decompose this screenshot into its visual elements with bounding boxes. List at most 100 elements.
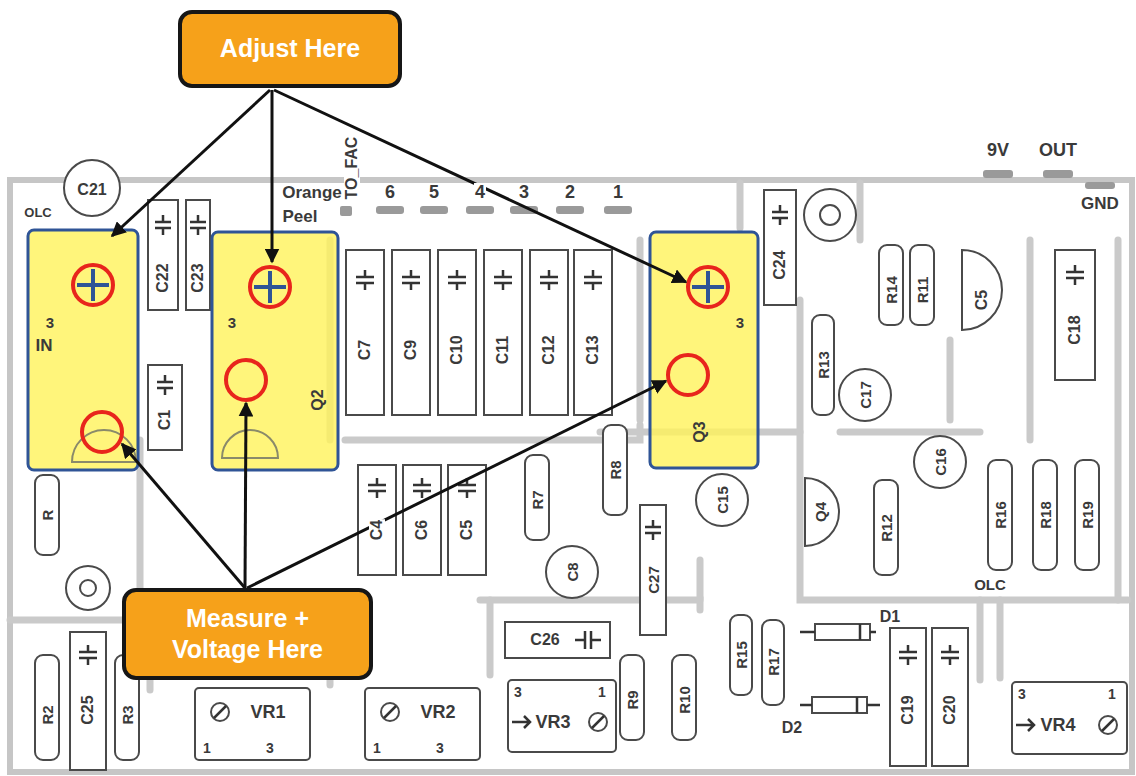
leader-arrow [247, 381, 666, 588]
resistor-body [35, 655, 59, 760]
pin-number: 6 [384, 183, 396, 201]
part-label: D1 [879, 609, 901, 625]
part-label: R3 [120, 704, 135, 725]
part-label: R7 [530, 489, 545, 510]
part-label: Q3 [692, 420, 708, 443]
pcb-trace [487, 600, 494, 675]
callout-box: Measure + Voltage Here [122, 588, 373, 680]
part-label: R18 [1038, 500, 1053, 530]
callout-text: Measure + Voltage Here [163, 603, 333, 666]
part-label: R15 [734, 640, 749, 670]
pin-number: 1 [612, 183, 624, 201]
pcb-trace [840, 429, 980, 436]
pin-number: 1 [372, 741, 382, 755]
pad [604, 206, 632, 214]
capacitor-body [64, 160, 120, 216]
test-point-marker [226, 360, 266, 400]
part-label: R9 [625, 689, 640, 710]
electrolytic-capacitor [696, 474, 748, 526]
part-label: OUT [1038, 141, 1078, 159]
part-label: VR3 [534, 713, 571, 731]
pin-number: 3 [45, 315, 55, 330]
leader-arrow [274, 90, 686, 282]
pcb-trace [737, 183, 744, 228]
pad [340, 206, 352, 216]
part-label: IN [35, 337, 54, 354]
pin-number: 3 [265, 741, 275, 755]
callout-text: Adjust Here [220, 33, 360, 64]
mounting-hole [66, 566, 110, 610]
part-label: 9V [986, 141, 1010, 159]
capacitor-symbol [79, 478, 959, 665]
part-label: C26 [529, 632, 560, 648]
resistor-body [1033, 460, 1057, 570]
pcb-trace [857, 183, 864, 240]
capacitor-symbol [356, 270, 602, 290]
part-label: C20 [942, 694, 958, 725]
highlight-box [650, 232, 758, 468]
pcb-trace [997, 600, 1004, 678]
part-label: R12 [879, 513, 894, 543]
part-label: C9 [403, 339, 419, 361]
pcb-trace [977, 600, 984, 680]
part-label: Orange [281, 184, 343, 201]
pcb-trace [800, 300, 1128, 600]
leader-arrow [245, 403, 246, 588]
transistor-body [805, 478, 839, 546]
pin-number: 1 [597, 685, 607, 699]
part-label: C22 [155, 262, 171, 293]
pcb-trace [947, 340, 954, 420]
resistor-body [672, 655, 696, 740]
mounting-hole [820, 205, 840, 225]
pin-number: 3 [513, 685, 523, 699]
mounting-hole [804, 189, 856, 241]
resistor-body [35, 475, 59, 555]
part-label: TO_FAC [344, 136, 360, 201]
part-label: C11 [495, 335, 511, 365]
pin-number: 1 [1107, 687, 1117, 701]
pcb-trace [10, 617, 140, 624]
part-label: C7 [357, 339, 373, 361]
part-label: C6 [414, 519, 430, 541]
part-label: R8 [608, 459, 623, 480]
transistor-outline [222, 430, 278, 458]
pin-number: 3 [735, 315, 745, 330]
part-label: C23 [190, 262, 206, 293]
part-label: R17 [766, 647, 781, 677]
pin-number: 3 [518, 183, 530, 201]
resistor-body [879, 245, 903, 325]
part-label: R19 [1080, 500, 1095, 530]
pad [466, 206, 494, 214]
part-label: C21 [76, 182, 107, 198]
pin-number: R [40, 509, 55, 522]
pin-number: 3 [1017, 687, 1027, 701]
resistor-body [910, 245, 934, 325]
test-point-marker [82, 412, 122, 452]
test-point-marker [668, 355, 708, 395]
trimmer-body [195, 688, 310, 760]
leader-arrow [112, 90, 270, 236]
pin-number: 1 [202, 741, 212, 755]
pin-number: 2 [564, 183, 576, 201]
pad [1043, 170, 1073, 178]
part-label: Peel [282, 208, 319, 225]
part-label: C5 [459, 519, 475, 541]
leader-arrow [271, 90, 274, 262]
pad [556, 206, 584, 214]
part-label: VR2 [419, 703, 456, 721]
part-label: C27 [646, 565, 661, 595]
pad [420, 206, 448, 214]
part-label: C8 [565, 561, 580, 582]
part-label: C4 [369, 519, 385, 541]
part-label: R16 [993, 500, 1008, 530]
diode-band [800, 697, 880, 713]
electrolytic-capacitor [839, 369, 891, 421]
part-label: C24 [772, 249, 788, 280]
part-label: GND [1080, 195, 1120, 212]
part-label: C17 [858, 380, 873, 410]
part-label: C12 [541, 334, 557, 365]
part-label: C15 [715, 485, 730, 515]
pcb-trace [1027, 240, 1034, 440]
electrolytic-capacitor [914, 436, 966, 488]
capacitor-body [962, 250, 1002, 330]
